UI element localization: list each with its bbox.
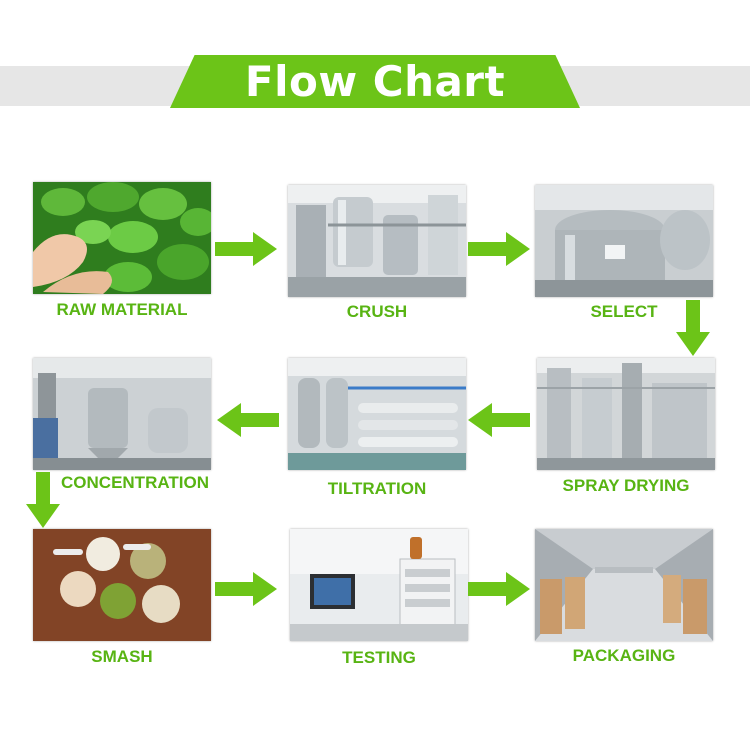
step-label-select: SELECT: [590, 302, 658, 321]
arrow-down-icon: [676, 300, 710, 356]
arrow-right-icon: [468, 232, 530, 266]
title-banner: Flow Chart: [170, 55, 580, 108]
step-image-raw-material: [33, 182, 211, 294]
step-label-testing: TESTING: [342, 648, 416, 667]
page-title: Flow Chart: [244, 57, 506, 106]
arrow-left-icon: [468, 403, 530, 437]
step-image-crush: [288, 185, 466, 297]
step-label-crush: CRUSH: [346, 302, 408, 321]
step-label-smash: SMASH: [91, 647, 153, 666]
step-label-concentration: CONCENTRATION: [61, 473, 209, 492]
arrow-left-icon: [217, 403, 279, 437]
step-image-tiltration: [288, 358, 466, 470]
step-image-testing: [290, 529, 468, 641]
step-image-packaging: [535, 529, 713, 641]
step-image-concentration: [33, 358, 211, 470]
step-label-raw-material: RAW MATERIAL: [56, 300, 188, 319]
step-label-packaging: PACKAGING: [572, 646, 676, 665]
arrow-right-icon: [215, 572, 277, 606]
header-band-right: [560, 66, 750, 106]
step-image-select: [535, 185, 713, 297]
step-image-spray-drying: [537, 358, 715, 470]
header-band-left: [0, 66, 200, 106]
arrow-down-icon: [26, 472, 60, 528]
arrow-right-icon: [468, 572, 530, 606]
step-label-tiltration: TILTRATION: [327, 479, 427, 498]
arrow-right-icon: [215, 232, 277, 266]
step-image-smash: [33, 529, 211, 641]
step-label-spray-drying: SPRAY DRYING: [562, 476, 690, 495]
